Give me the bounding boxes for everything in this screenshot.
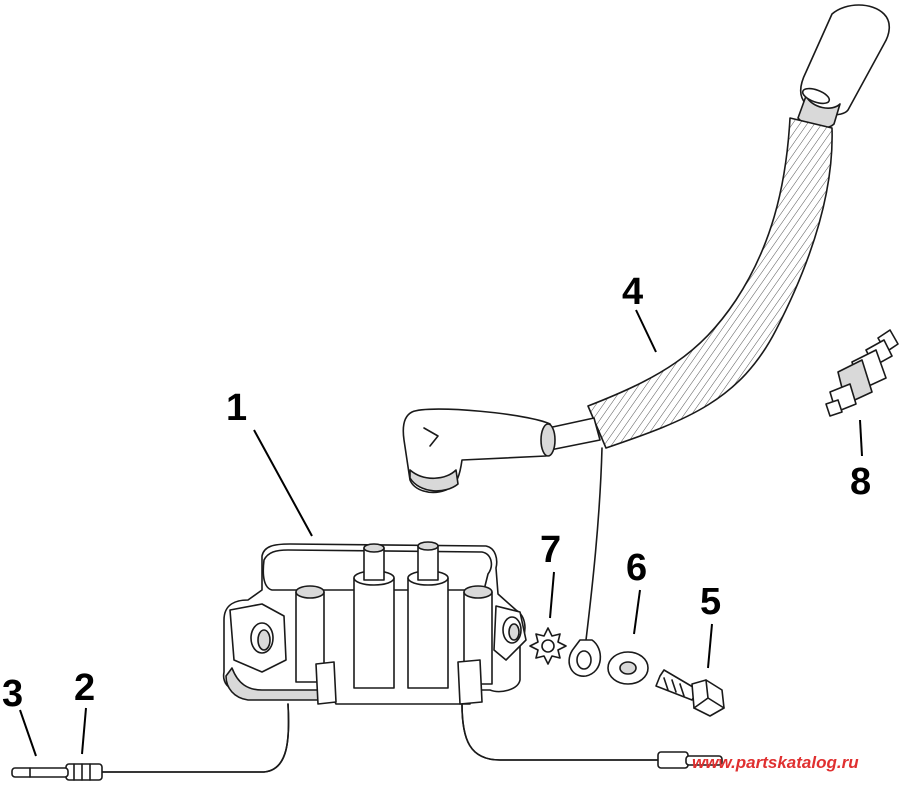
primary-lead-left	[99, 703, 290, 773]
leader-7	[549, 571, 555, 619]
primary-lead-right	[461, 703, 661, 761]
leader-1	[253, 429, 313, 537]
left-mount-ear	[229, 603, 287, 673]
callout-labels: 1 2 3 4 5 6 7 8	[2, 271, 871, 715]
spark-plug-lead-part	[402, 4, 891, 641]
callout-7: 7	[540, 529, 561, 571]
right-mount-ear	[493, 605, 527, 661]
callout-2: 2	[74, 667, 95, 709]
top-boot	[797, 4, 891, 130]
callout-8: 8	[850, 461, 871, 503]
ground-ring-terminal	[568, 639, 602, 677]
flat-washer-part	[607, 651, 649, 685]
hex-bolt-part	[655, 669, 725, 717]
lower-boot	[402, 408, 556, 494]
leader-2	[81, 707, 87, 755]
leader-5	[707, 623, 713, 669]
callout-1: 1	[226, 387, 247, 429]
connector-sleeve-part	[65, 763, 103, 781]
callout-4: 4	[622, 271, 643, 313]
leader-lines	[19, 309, 863, 757]
leader-4	[635, 309, 657, 353]
callout-3: 3	[2, 673, 23, 715]
leader-3	[19, 709, 37, 757]
protective-sleeve	[587, 117, 833, 449]
leader-6	[633, 589, 641, 635]
callout-6: 6	[626, 547, 647, 589]
leader-8	[859, 419, 863, 457]
terminal-part	[11, 767, 69, 778]
watermark-text: www.partskatalog.ru	[692, 753, 859, 772]
spark-plug-part	[825, 329, 899, 417]
callout-5: 5	[700, 581, 721, 623]
ignition-coil-part	[222, 541, 527, 705]
right-connector-end	[657, 751, 723, 769]
star-washer-part	[529, 627, 567, 665]
